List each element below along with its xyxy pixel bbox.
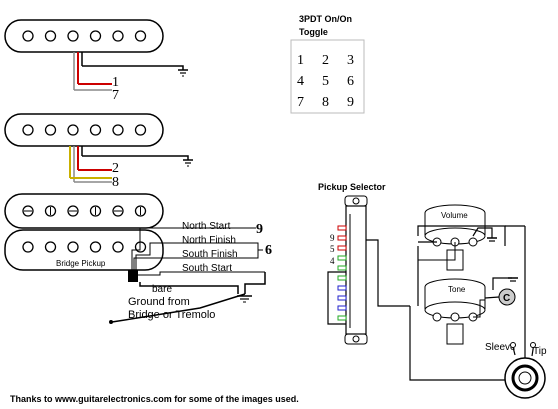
selector-lug (337, 285, 347, 291)
ground-symbol (178, 69, 188, 77)
toggle-switch-map: 3PDT On/On Toggle 1 2 3 4 5 6 7 8 9 (290, 14, 365, 114)
volume-pot: Volume (417, 204, 506, 271)
ground-symbol (237, 295, 252, 303)
selector-lug (337, 235, 347, 241)
tone-pot: Tone C (409, 225, 526, 381)
sleeve-label: Sleeve (485, 342, 516, 353)
south-finish-label: South Finish (182, 249, 238, 260)
ground-symbol (183, 159, 193, 167)
toggle-title-line2: Toggle (299, 27, 328, 37)
toggle-lug-7: 7 (297, 95, 304, 110)
toggle-lug-2: 2 (322, 53, 329, 68)
capacitor-label: C (503, 293, 510, 304)
selector-lug (337, 265, 347, 271)
pole-piece (67, 124, 79, 136)
neck-pickup: 1 7 (4, 19, 188, 103)
selector-lug (337, 305, 347, 311)
wire-label-7: 7 (112, 88, 119, 103)
pole-piece (112, 241, 124, 253)
tone-label: Tone (448, 285, 466, 294)
bridge-pickup-label: Bridge Pickup (56, 259, 106, 268)
toggle-lug-5: 5 (322, 74, 329, 89)
selector-lug (337, 255, 347, 261)
volume-label: Volume (441, 211, 468, 220)
pole-piece (112, 30, 124, 42)
toggle-lug-1: 1 (297, 53, 304, 68)
pickup-selector: Pickup Selector 9 5 4 (318, 182, 410, 345)
bridge-lead-wires: North Start North Finish South Finish So… (109, 221, 272, 324)
middle-pickup: 2 8 (4, 113, 193, 190)
toggle-lug-4: 4 (297, 74, 304, 89)
pole-piece (89, 30, 102, 42)
bare-label: bare (152, 284, 172, 295)
ground-symbol (487, 237, 497, 242)
pole-piece (134, 30, 147, 42)
pole-piece (44, 30, 57, 42)
terminal-9-label: 9 (256, 222, 263, 237)
bridge-tremolo-label: Bridge or Tremolo (128, 309, 215, 321)
toggle-title-line1: 3PDT On/On (299, 14, 352, 24)
pole-piece (22, 30, 34, 42)
toggle-lug-9: 9 (347, 95, 354, 110)
selector-lug (337, 225, 347, 231)
pole-piece (112, 124, 124, 136)
toggle-lug-8: 8 (322, 95, 329, 110)
selector-lug (337, 315, 347, 321)
north-start-label: North Start (182, 221, 231, 232)
pole-piece (22, 241, 34, 253)
terminal-6-label: 6 (265, 243, 272, 258)
pole-piece (134, 124, 147, 136)
south-start-label: South Start (182, 263, 232, 274)
capacitor: C (498, 288, 516, 306)
pole-piece (67, 30, 79, 42)
selector-lug-9-label: 9 (330, 233, 335, 243)
credit-footer: Thanks to www.guitarelectronics.com for … (10, 394, 299, 404)
selector-lug (337, 245, 347, 251)
wire-label-2: 2 (112, 161, 119, 176)
selector-lug (337, 275, 347, 281)
output-jack: Sleeve Tip (485, 342, 547, 399)
toggle-lug-6: 6 (347, 74, 354, 89)
pole-piece (22, 124, 34, 136)
selector-lug-4-label: 4 (330, 256, 335, 266)
wire-label-1: 1 (112, 75, 119, 90)
selector-lug (337, 295, 347, 301)
pole-piece (44, 124, 57, 136)
ground-symbol (508, 277, 518, 282)
pole-piece (89, 124, 102, 136)
ground-from-label: Ground from (128, 296, 190, 308)
wire-label-8: 8 (112, 175, 119, 190)
north-finish-label: North Finish (182, 235, 236, 246)
pole-piece (89, 241, 102, 253)
selector-lug-5-label: 5 (330, 244, 335, 254)
pole-piece (67, 241, 79, 253)
bridge-pickup: Bridge Pickup (4, 193, 164, 271)
selector-title: Pickup Selector (318, 182, 386, 192)
pole-piece (44, 241, 57, 253)
tip-label: Tip (533, 346, 547, 357)
toggle-lug-3: 3 (347, 53, 354, 68)
